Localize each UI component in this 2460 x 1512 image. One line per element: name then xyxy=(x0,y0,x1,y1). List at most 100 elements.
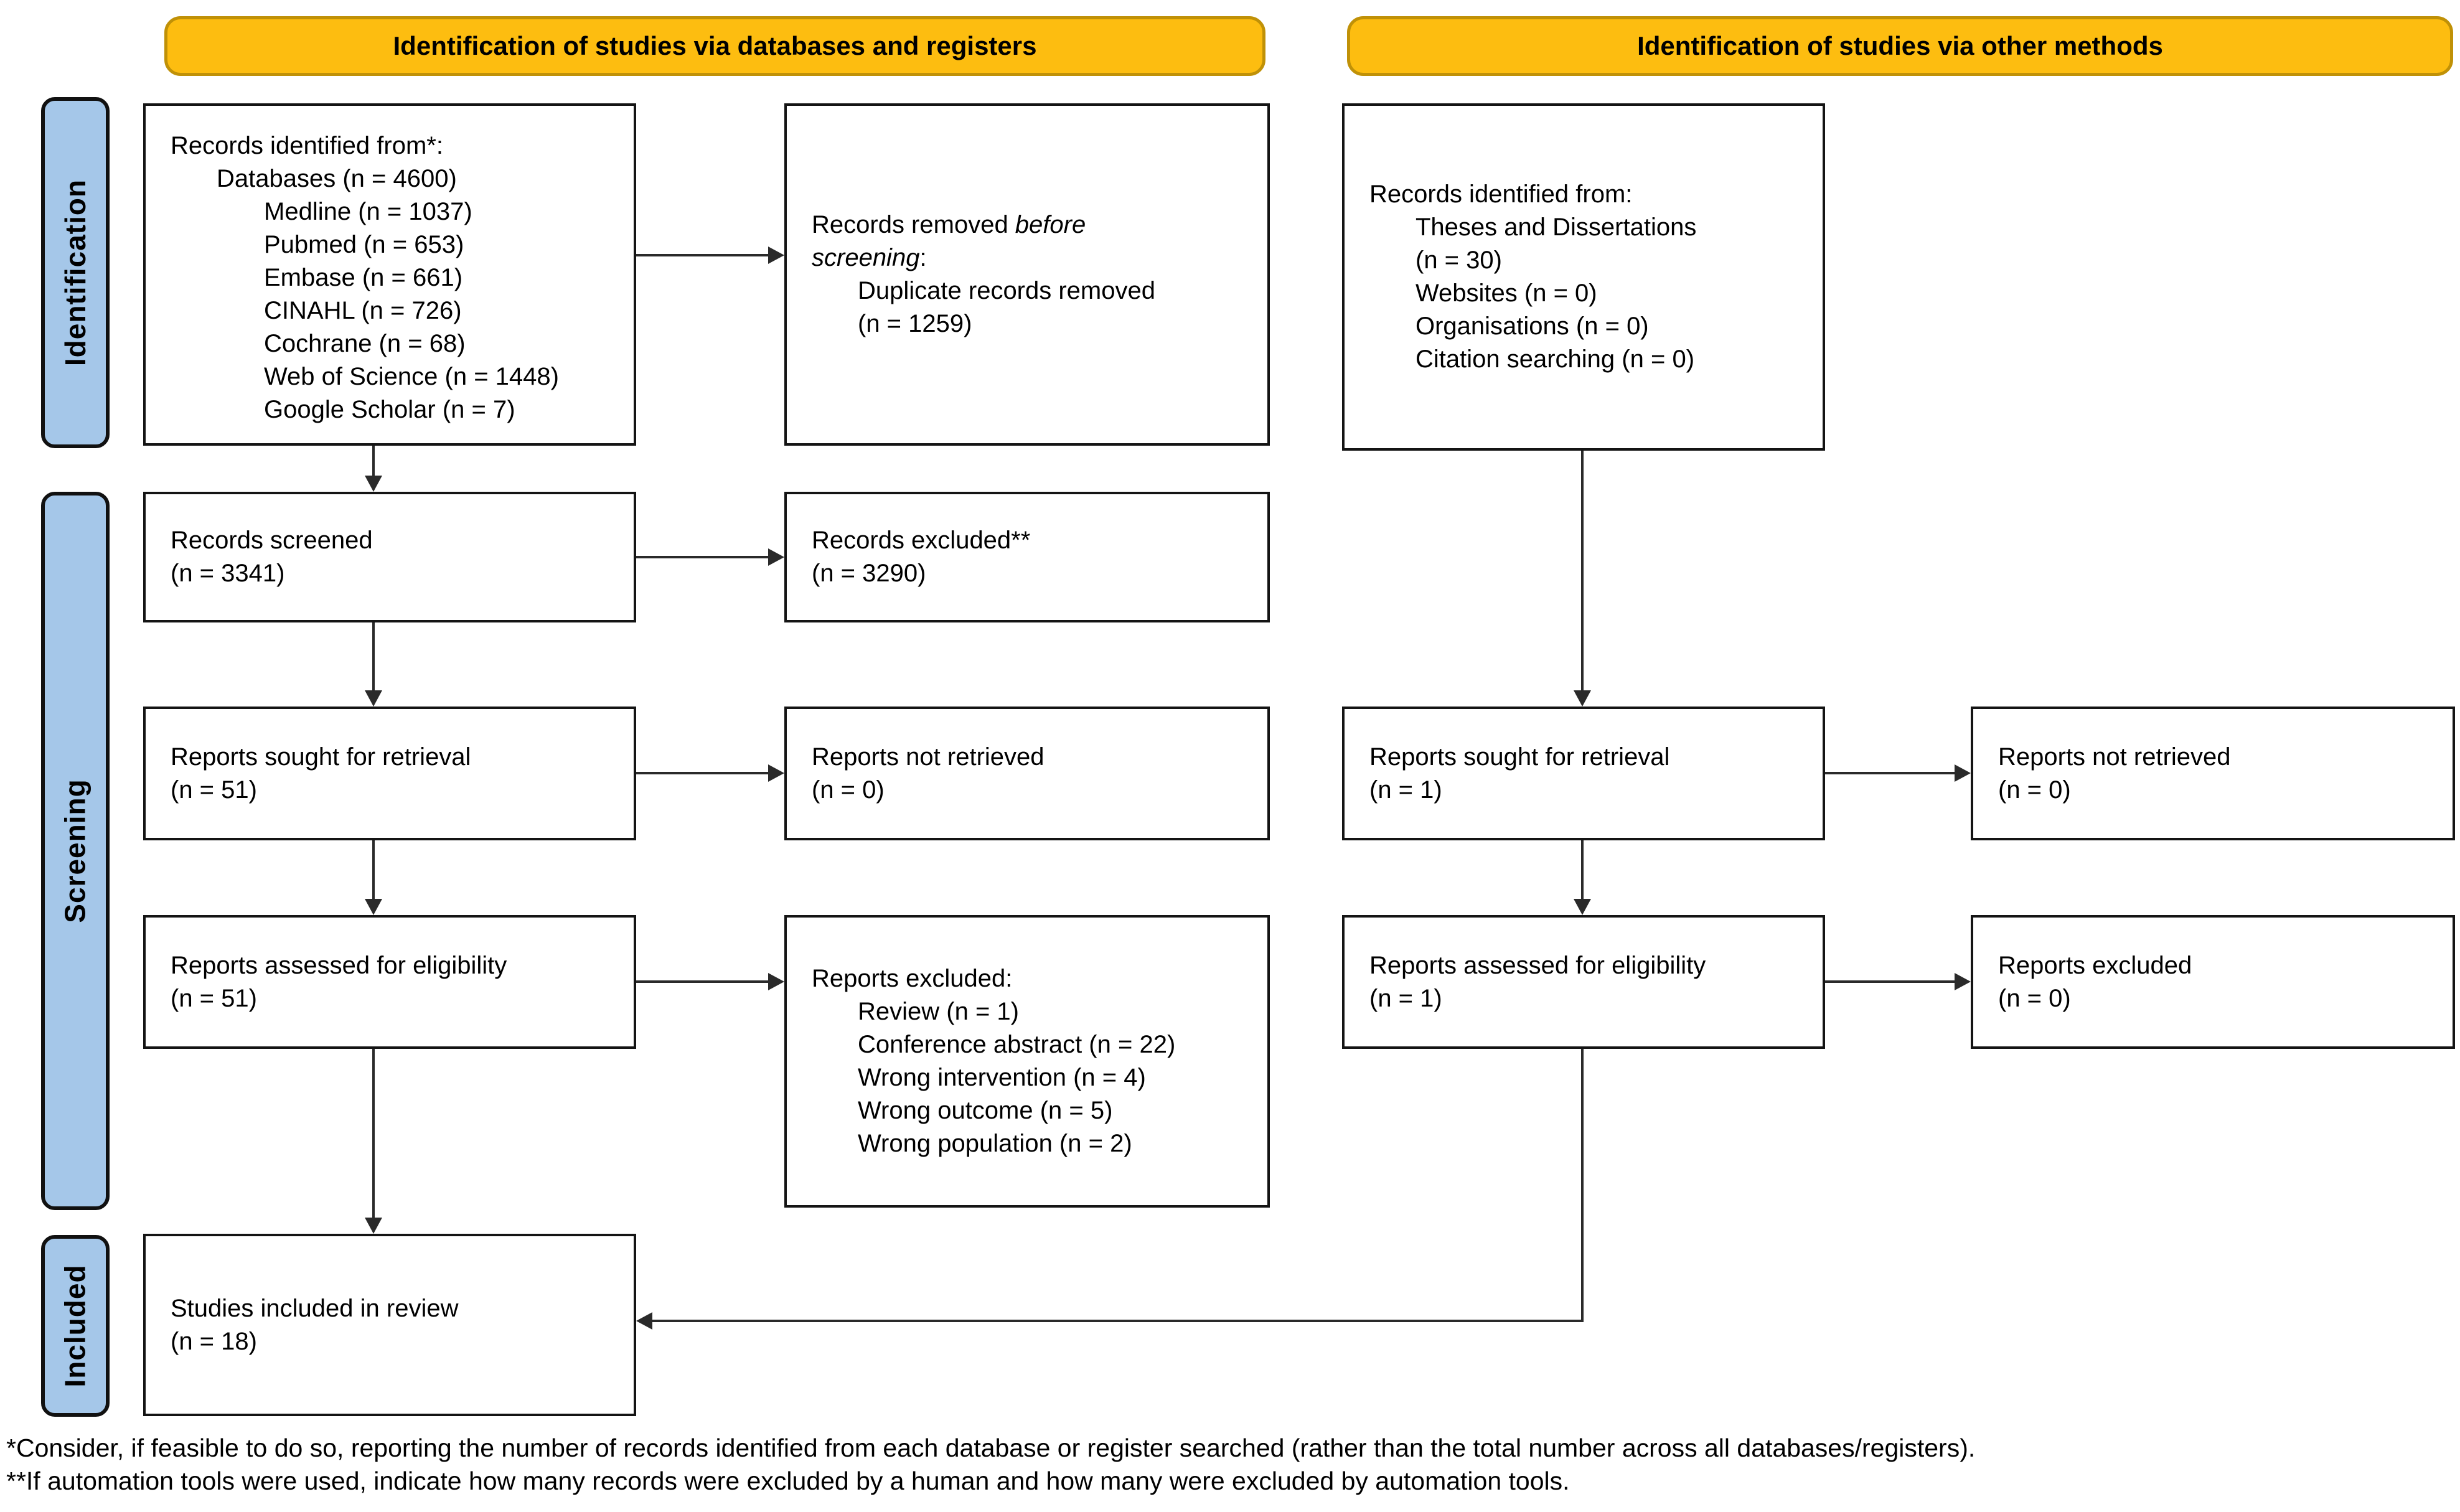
box-records-identified-other: Records identified from: Theses and Diss… xyxy=(1342,103,1825,451)
banner-other-methods: Identification of studies via other meth… xyxy=(1347,16,2453,76)
box-reports-not-retrieved-db: Reports not retrieved (n = 0) xyxy=(784,707,1270,840)
box-reports-sought-other: Reports sought for retrieval (n = 1) xyxy=(1342,707,1825,840)
records-removed-line1-text: Records removed xyxy=(812,211,1015,238)
banner-databases-registers: Identification of studies via databases … xyxy=(164,16,1265,76)
arrow-screened-to-excluded-head xyxy=(768,548,784,566)
arrow-screened-to-sought-line xyxy=(372,622,375,690)
arrow-other-identified-to-sought-line xyxy=(1581,451,1584,690)
excluded-reason-review: Review (n = 1) xyxy=(858,998,1019,1025)
excluded-reason-wrong-population: Wrong population (n = 2) xyxy=(858,1130,1132,1157)
source-websites: Websites (n = 0) xyxy=(1415,279,1597,307)
arrow-identified-to-removed-line xyxy=(636,254,768,256)
box-reports-excluded-reasons: Reports excluded: Review (n = 1) Confere… xyxy=(784,915,1270,1208)
reports-sought-other-count: (n = 1) xyxy=(1369,776,1442,804)
records-removed-line2-italic: screening xyxy=(812,244,920,271)
source-organisations: Organisations (n = 0) xyxy=(1415,312,1649,340)
phase-pill-identification: Identification xyxy=(41,97,110,448)
records-removed-line2: screening: xyxy=(812,242,1245,275)
box-reports-assessed-other: Reports assessed for eligibility (n = 1) xyxy=(1342,915,1825,1049)
database-medline: Medline (n = 1037) xyxy=(264,198,472,225)
arrow-screened-to-excluded-line xyxy=(636,556,768,558)
banner-databases-registers-label: Identification of studies via databases … xyxy=(393,31,1037,60)
database-web-of-science: Web of Science (n = 1448) xyxy=(264,363,559,390)
reports-sought-db-count: (n = 51) xyxy=(171,776,257,804)
database-google-scholar: Google Scholar (n = 7) xyxy=(264,396,515,423)
records-screened-label: Records screened xyxy=(171,527,373,554)
reports-not-retrieved-db-count: (n = 0) xyxy=(812,776,885,804)
excluded-reason-conference-abstract: Conference abstract (n = 22) xyxy=(858,1031,1176,1058)
arrow-assessed-to-excluded-db-line xyxy=(636,980,768,983)
box-records-identified-databases: Records identified from*: Databases (n =… xyxy=(143,103,636,446)
database-pubmed: Pubmed (n = 653) xyxy=(264,231,464,258)
arrow-other-identified-to-sought-head xyxy=(1574,690,1591,707)
reports-assessed-other-count: (n = 1) xyxy=(1369,984,1442,1012)
reports-not-retrieved-other-count: (n = 0) xyxy=(1998,776,2071,804)
studies-included-count: (n = 18) xyxy=(171,1327,257,1355)
arrow-other-to-included-head xyxy=(636,1312,652,1330)
phase-label-included: Included xyxy=(59,1264,92,1388)
arrow-sought-to-not-retrieved-db-line xyxy=(636,772,768,774)
database-cochrane: Cochrane (n = 68) xyxy=(264,330,466,357)
reports-excluded-other-label: Reports excluded xyxy=(1998,951,2192,979)
database-embase: Embase (n = 661) xyxy=(264,264,463,291)
records-identified-other-title: Records identified from: xyxy=(1369,181,1633,208)
arrow-sought-to-assessed-other-line xyxy=(1581,840,1584,899)
records-identified-title: Records identified from*: xyxy=(171,132,443,159)
records-identified-databases-total: Databases (n = 4600) xyxy=(217,165,457,192)
arrow-assessed-to-excluded-other-line xyxy=(1825,980,1955,983)
reports-assessed-other-label: Reports assessed for eligibility xyxy=(1369,951,1706,979)
source-theses-count: (n = 30) xyxy=(1415,247,1502,274)
arrow-identified-to-screened-head xyxy=(365,476,382,492)
duplicates-removed-count: (n = 1259) xyxy=(858,310,972,337)
phase-pill-screening: Screening xyxy=(41,492,110,1210)
phase-label-screening: Screening xyxy=(59,779,92,923)
excluded-reason-wrong-outcome: Wrong outcome (n = 5) xyxy=(858,1097,1113,1124)
footnote-automation: **If automation tools were used, indicat… xyxy=(6,1467,1570,1495)
phase-pill-included: Included xyxy=(41,1235,110,1417)
source-citation-searching: Citation searching (n = 0) xyxy=(1415,345,1695,373)
studies-included-label: Studies included in review xyxy=(171,1294,459,1322)
records-excluded-label: Records excluded** xyxy=(812,527,1031,554)
reports-excluded-other-count: (n = 0) xyxy=(1998,984,2071,1012)
reports-excluded-reasons-title: Reports excluded: xyxy=(812,965,1013,992)
arrow-other-to-included-vertical-line xyxy=(1581,1049,1584,1322)
box-records-excluded: Records excluded** (n = 3290) xyxy=(784,492,1270,622)
arrow-sought-to-assessed-db-line xyxy=(372,840,375,899)
box-reports-excluded-other: Reports excluded (n = 0) xyxy=(1971,915,2455,1049)
box-reports-sought-db: Reports sought for retrieval (n = 51) xyxy=(143,707,636,840)
arrow-sought-to-not-retrieved-other-line xyxy=(1825,772,1955,774)
arrow-sought-to-not-retrieved-db-head xyxy=(768,764,784,782)
arrow-sought-to-assessed-other-head xyxy=(1574,899,1591,915)
records-removed-line1-italic: before xyxy=(1015,211,1086,238)
reports-sought-db-label: Reports sought for retrieval xyxy=(171,743,471,771)
reports-assessed-db-label: Reports assessed for eligibility xyxy=(171,951,507,979)
arrow-assessed-to-included-line xyxy=(372,1049,375,1218)
arrow-other-to-included-horizontal-line xyxy=(652,1320,1584,1322)
duplicates-removed-label: Duplicate records removed xyxy=(858,277,1155,304)
phase-label-identification: Identification xyxy=(59,179,92,367)
records-removed-line2-colon: : xyxy=(919,244,927,271)
reports-sought-other-label: Reports sought for retrieval xyxy=(1369,743,1670,771)
footnote-databases: *Consider, if feasible to do so, reporti… xyxy=(6,1434,1976,1462)
arrow-screened-to-sought-head xyxy=(365,690,382,707)
arrow-assessed-to-excluded-db-head xyxy=(768,973,784,990)
excluded-reason-wrong-intervention: Wrong intervention (n = 4) xyxy=(858,1064,1146,1091)
arrow-sought-to-not-retrieved-other-head xyxy=(1955,764,1971,782)
box-records-removed-before-screening: Records removed before screening: Duplic… xyxy=(784,103,1270,446)
arrow-identified-to-removed-head xyxy=(768,247,784,264)
database-cinahl: CINAHL (n = 726) xyxy=(264,297,462,324)
arrow-assessed-to-included-head xyxy=(365,1218,382,1234)
arrow-sought-to-assessed-db-head xyxy=(365,899,382,915)
arrow-identified-to-screened-line xyxy=(372,446,375,476)
box-records-screened: Records screened (n = 3341) xyxy=(143,492,636,622)
records-removed-line1: Records removed before xyxy=(812,209,1245,242)
reports-not-retrieved-db-label: Reports not retrieved xyxy=(812,743,1045,771)
banner-other-methods-label: Identification of studies via other meth… xyxy=(1637,31,2163,60)
box-reports-assessed-db: Reports assessed for eligibility (n = 51… xyxy=(143,915,636,1049)
arrow-assessed-to-excluded-other-head xyxy=(1955,973,1971,990)
box-reports-not-retrieved-other: Reports not retrieved (n = 0) xyxy=(1971,707,2455,840)
reports-not-retrieved-other-label: Reports not retrieved xyxy=(1998,743,2231,771)
records-excluded-count: (n = 3290) xyxy=(812,560,926,587)
reports-assessed-db-count: (n = 51) xyxy=(171,984,257,1012)
footnotes: *Consider, if feasible to do so, reporti… xyxy=(6,1432,2453,1498)
